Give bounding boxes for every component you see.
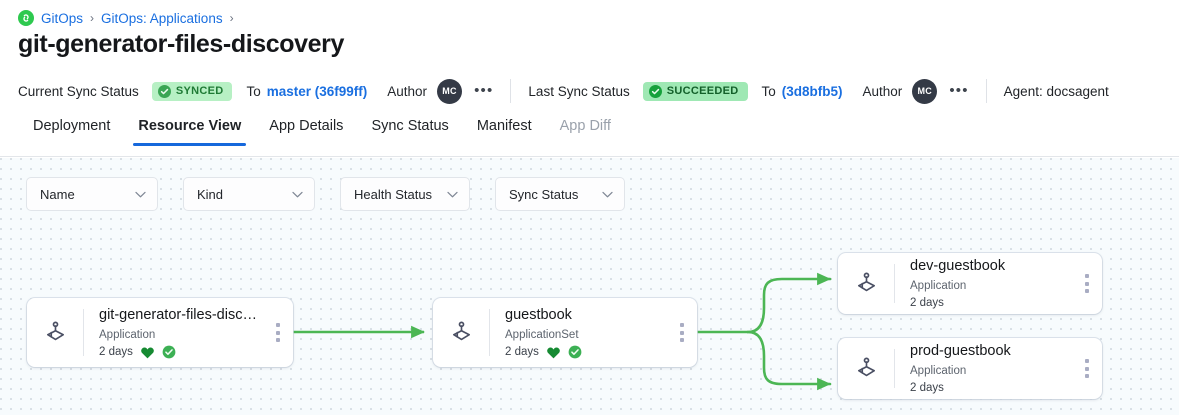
graph-node-prod[interactable]: prod-guestbook Application 2 days <box>838 338 1102 399</box>
status-divider-1 <box>510 79 512 103</box>
last-sync-status-badge: SUCCEEDED <box>642 81 748 101</box>
breadcrumb: GitOps › GitOps: Applications › <box>18 10 234 26</box>
node-meta: 2 days <box>505 345 667 360</box>
tab-bar: Deployment Resource View App Details Syn… <box>0 118 1179 157</box>
node-divider <box>489 309 490 356</box>
node-divider <box>894 264 895 303</box>
filter-health-status[interactable]: Health Status <box>340 177 470 211</box>
node-kind: Application <box>910 279 967 292</box>
filter-sync-status[interactable]: Sync Status <box>495 177 625 211</box>
argo-application-icon <box>433 319 489 346</box>
graph-node-root[interactable]: git-generator-files-disco… Application 2… <box>27 298 293 367</box>
node-body: guestbook ApplicationSet 2 days <box>490 297 667 369</box>
node-title: prod-guestbook <box>910 342 1011 359</box>
graph-node-appset[interactable]: guestbook ApplicationSet 2 days <box>433 298 697 367</box>
current-sync-status-label: Current Sync Status <box>18 83 139 99</box>
resource-graph-canvas[interactable]: Name Kind Health Status Sync Status <box>0 158 1179 415</box>
status-bar: Current Sync Status SYNCED To master (36… <box>0 72 1179 110</box>
chevron-down-icon <box>135 191 146 197</box>
kebab-menu-icon[interactable] <box>1072 274 1102 293</box>
tab-manifest[interactable]: Manifest <box>476 118 532 134</box>
node-age: 2 days <box>99 345 133 358</box>
filter-name[interactable]: Name <box>26 177 158 211</box>
breadcrumb-item-gitops[interactable]: GitOps <box>41 10 84 26</box>
sync-check-icon <box>568 345 582 359</box>
argo-application-icon <box>27 319 83 346</box>
node-kind: ApplicationSet <box>505 328 579 341</box>
argo-application-icon <box>838 355 894 382</box>
last-sync-more-button[interactable]: ••• <box>949 82 969 99</box>
node-meta: 2 days <box>99 345 263 360</box>
gitops-logo-icon <box>18 10 34 26</box>
node-body: dev-guestbook Application 2 days <box>895 248 1072 320</box>
current-sync-status-badge-text: SYNCED <box>175 85 224 97</box>
last-sync-to-label: To <box>761 83 776 99</box>
argo-application-icon <box>838 270 894 297</box>
node-body: git-generator-files-disco… Application 2… <box>84 297 263 369</box>
graph-node-dev[interactable]: dev-guestbook Application 2 days <box>838 253 1102 314</box>
filter-kind-label: Kind <box>197 186 224 202</box>
tab-app-diff: App Diff <box>559 118 611 134</box>
health-heart-icon <box>141 346 154 358</box>
node-age: 2 days <box>505 345 539 358</box>
node-title: guestbook <box>505 306 572 323</box>
node-kind: Application <box>910 364 967 377</box>
tab-app-details[interactable]: App Details <box>269 118 344 134</box>
filter-bar: Name Kind Health Status Sync Status <box>26 177 625 211</box>
node-age: 2 days <box>910 381 944 394</box>
kebab-menu-icon[interactable] <box>1072 359 1102 378</box>
chevron-down-icon <box>602 191 613 197</box>
current-sync-status-badge: SYNCED <box>151 81 233 101</box>
chevron-down-icon <box>292 191 303 197</box>
node-title: git-generator-files-disco… <box>99 306 263 323</box>
tab-resource-view[interactable]: Resource View <box>124 118 255 146</box>
last-sync-revision[interactable]: (3d8bfb5) <box>781 83 843 99</box>
kebab-menu-icon[interactable] <box>667 323 697 342</box>
sync-check-icon <box>162 345 176 359</box>
edge-appset-to-dev <box>746 272 832 334</box>
tab-sync-status[interactable]: Sync Status <box>371 118 449 134</box>
health-heart-icon <box>547 346 560 358</box>
kebab-menu-icon[interactable] <box>263 323 293 342</box>
edge-appset-to-prod <box>746 330 832 391</box>
node-title: dev-guestbook <box>910 257 1006 274</box>
last-sync-author-avatar[interactable]: MC <box>912 78 938 104</box>
current-sync-author-avatar[interactable]: MC <box>437 78 463 104</box>
last-sync-status-label: Last Sync Status <box>528 83 630 99</box>
node-age: 2 days <box>910 296 944 309</box>
node-divider <box>83 309 84 356</box>
last-sync-status-badge-text: SUCCEEDED <box>666 85 739 97</box>
page-title: git-generator-files-discovery <box>18 30 344 58</box>
breadcrumb-separator-trailing: › <box>229 11 234 25</box>
current-sync-more-button[interactable]: ••• <box>474 82 494 99</box>
current-sync-author-label: Author <box>387 83 428 99</box>
check-circle-icon <box>157 84 171 98</box>
filter-sync-status-label: Sync Status <box>509 186 579 202</box>
status-divider-2 <box>985 79 987 103</box>
node-meta: 2 days <box>910 296 1072 311</box>
breadcrumb-separator: › <box>90 11 95 25</box>
filter-kind[interactable]: Kind <box>183 177 315 211</box>
node-divider <box>894 349 895 388</box>
filter-name-label: Name <box>40 186 75 202</box>
filter-health-status-label: Health Status <box>354 186 433 202</box>
tab-deployment[interactable]: Deployment <box>33 118 111 134</box>
check-circle-icon <box>648 84 662 98</box>
agent-label: Agent: docsagent <box>1003 83 1109 99</box>
last-sync-author-label: Author <box>862 83 903 99</box>
node-body: prod-guestbook Application 2 days <box>895 333 1072 405</box>
node-meta: 2 days <box>910 381 1072 396</box>
chevron-down-icon <box>447 191 458 197</box>
current-sync-to-label: To <box>246 83 261 99</box>
breadcrumb-item-applications[interactable]: GitOps: Applications <box>101 10 223 26</box>
node-kind: Application <box>99 328 156 341</box>
current-sync-revision[interactable]: master (36f99ff) <box>266 83 368 99</box>
